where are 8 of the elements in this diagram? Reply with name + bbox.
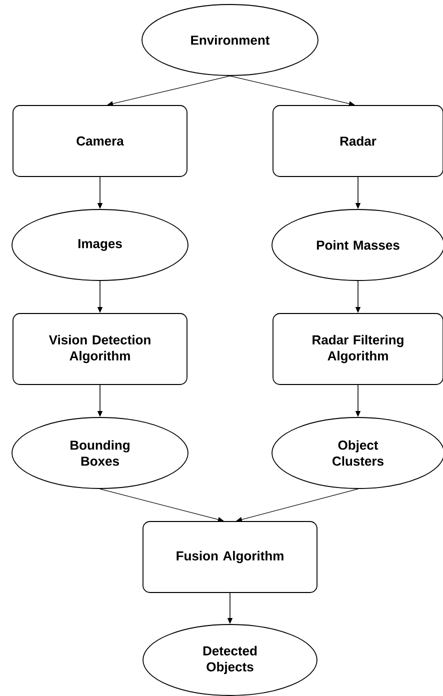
- process-box: Radar Filtering Algorithm: [272, 313, 443, 385]
- process-box: Radar: [272, 105, 443, 177]
- process-box: Fusion Algorithm: [142, 521, 318, 593]
- arrow: [236, 488, 358, 522]
- process-box: Camera: [12, 105, 188, 177]
- arrow: [230, 76, 355, 106]
- process-box: Vision Detection Algorithm: [12, 313, 188, 385]
- arrow: [107, 76, 230, 106]
